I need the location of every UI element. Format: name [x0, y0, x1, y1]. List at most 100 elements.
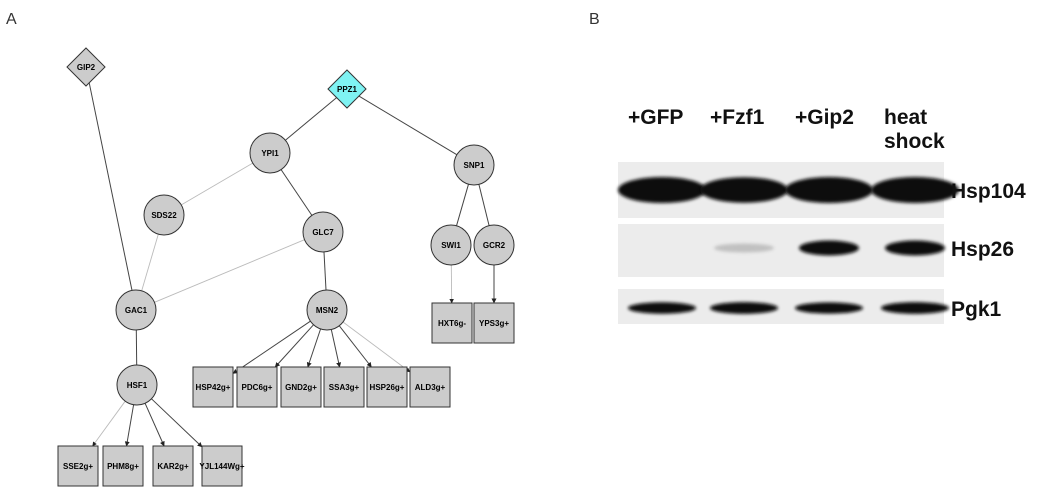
node-snp1[interactable]: SNP1 — [453, 144, 495, 186]
edge-msn2-to-pdc6g — [274, 324, 314, 368]
node-sds22[interactable]: SDS22 — [143, 194, 185, 236]
band-hsp104-heat-shock — [871, 177, 959, 203]
band-pgk1-gfp — [628, 302, 696, 314]
edge-snp1-to-gcr2 — [478, 184, 490, 226]
node-label: GIP2 — [77, 63, 96, 72]
edge-snp1-to-swi1 — [456, 184, 469, 226]
blot-row-pgk1: Pgk1 — [618, 289, 1002, 324]
node-hsf1[interactable]: HSF1 — [116, 364, 158, 406]
edge-hsf1-to-sse2g — [92, 400, 126, 447]
node-label: SWI1 — [441, 241, 461, 250]
node-gcr2[interactable]: GCR2 — [473, 224, 515, 266]
node-label: ALD3g+ — [415, 383, 446, 392]
node-kar2g[interactable]: KAR2g+ — [152, 445, 194, 487]
node-shape-square — [431, 302, 473, 344]
node-shape-square — [280, 366, 322, 408]
node-shape-square — [201, 445, 243, 487]
edge-ypi1-to-sds22 — [181, 162, 253, 206]
edge-sds22-to-gac1 — [141, 234, 159, 291]
node-shape-diamond — [327, 69, 367, 109]
node-shape-square — [409, 366, 451, 408]
node-yjl144wg[interactable]: YJL144Wg+ — [199, 445, 245, 487]
blot-row-hsp104: Hsp104 — [618, 162, 1026, 218]
node-label: YPS3g+ — [479, 319, 509, 328]
edge-msn2-to-hsp42g — [232, 320, 311, 374]
row-label-hsp104: Hsp104 — [951, 180, 1026, 203]
edge-ypi1-to-glc7 — [280, 169, 313, 216]
band-hsp26-fzf1 — [714, 243, 774, 253]
node-ypi1[interactable]: YPI1 — [249, 132, 291, 174]
edge-msn2-to-hsp26g — [338, 325, 372, 368]
edge-hsf1-to-yjl144wg — [151, 398, 203, 448]
edge-glc7-to-msn2 — [323, 251, 327, 291]
node-shape-square — [57, 445, 99, 487]
node-label: PHM8g+ — [107, 462, 139, 471]
node-shape-square — [152, 445, 194, 487]
node-shape-square — [192, 366, 234, 408]
node-sse2g[interactable]: SSE2g+ — [57, 445, 99, 487]
lane-header-gfp: +GFP — [628, 106, 683, 129]
edge-gip2-to-gac1 — [88, 82, 133, 291]
node-shape-square — [102, 445, 144, 487]
node-label: HSP42g+ — [196, 383, 231, 392]
node-shape-circle — [453, 144, 495, 186]
node-shape-circle — [143, 194, 185, 236]
node-shape-circle — [249, 132, 291, 174]
band-pgk1-fzf1 — [710, 302, 778, 314]
edge-hsf1-to-kar2g — [144, 403, 165, 447]
node-gac1[interactable]: GAC1 — [115, 289, 157, 331]
node-label: GCR2 — [483, 241, 506, 250]
node-ppz1[interactable]: PPZ1 — [327, 69, 367, 109]
band-hsp26-gip2 — [799, 240, 859, 256]
node-pdc6g[interactable]: PDC6g+ — [236, 366, 278, 408]
node-ald3g[interactable]: ALD3g+ — [409, 366, 451, 408]
node-yps3g[interactable]: YPS3g+ — [473, 302, 515, 344]
row-label-pgk1: Pgk1 — [951, 298, 1002, 321]
node-label: HSF1 — [127, 381, 148, 390]
node-label: SNP1 — [464, 161, 485, 170]
node-shape-circle — [116, 364, 158, 406]
edge-msn2-to-ald3g — [342, 321, 411, 373]
node-label: GAC1 — [125, 306, 148, 315]
row-label-hsp26: Hsp26 — [951, 238, 1014, 261]
band-pgk1-heat-shock — [881, 302, 949, 314]
node-hsp42g[interactable]: HSP42g+ — [192, 366, 234, 408]
node-ssa3g[interactable]: SSA3g+ — [323, 366, 365, 408]
node-phm8g[interactable]: PHM8g+ — [102, 445, 144, 487]
band-hsp104-gfp — [618, 177, 706, 203]
node-shape-diamond — [66, 47, 106, 87]
node-hxt6g[interactable]: HXT6g- — [431, 302, 473, 344]
node-label: SSA3g+ — [329, 383, 360, 392]
node-label: YJL144Wg+ — [199, 462, 244, 471]
panel-label-a: A — [6, 11, 17, 28]
edge-msn2-to-ssa3g — [330, 329, 342, 368]
node-shape-circle — [306, 289, 348, 331]
node-glc7[interactable]: GLC7 — [302, 211, 344, 253]
node-gip2[interactable]: GIP2 — [66, 47, 106, 87]
band-hsp104-fzf1 — [700, 177, 788, 203]
node-shape-circle — [430, 224, 472, 266]
blot-row-hsp26: Hsp26 — [618, 224, 1014, 277]
node-label: HSP26g+ — [370, 383, 405, 392]
edge-ppz1-to-ypi1 — [285, 97, 337, 141]
node-shape-square — [323, 366, 365, 408]
edge-hsf1-to-phm8g — [124, 404, 135, 447]
node-swi1[interactable]: SWI1 — [430, 224, 472, 266]
node-gnd2g[interactable]: GND2g+ — [280, 366, 322, 408]
node-shape-square — [473, 302, 515, 344]
node-label: MSN2 — [316, 306, 339, 315]
node-hsp26g[interactable]: HSP26g+ — [366, 366, 408, 408]
node-label: SSE2g+ — [63, 462, 93, 471]
band-hsp104-gip2 — [785, 177, 873, 203]
node-msn2[interactable]: MSN2 — [306, 289, 348, 331]
node-label: SDS22 — [151, 211, 177, 220]
edge-ppz1-to-snp1 — [358, 95, 458, 156]
node-label: KAR2g+ — [157, 462, 189, 471]
panel-label-b: B — [589, 11, 600, 28]
